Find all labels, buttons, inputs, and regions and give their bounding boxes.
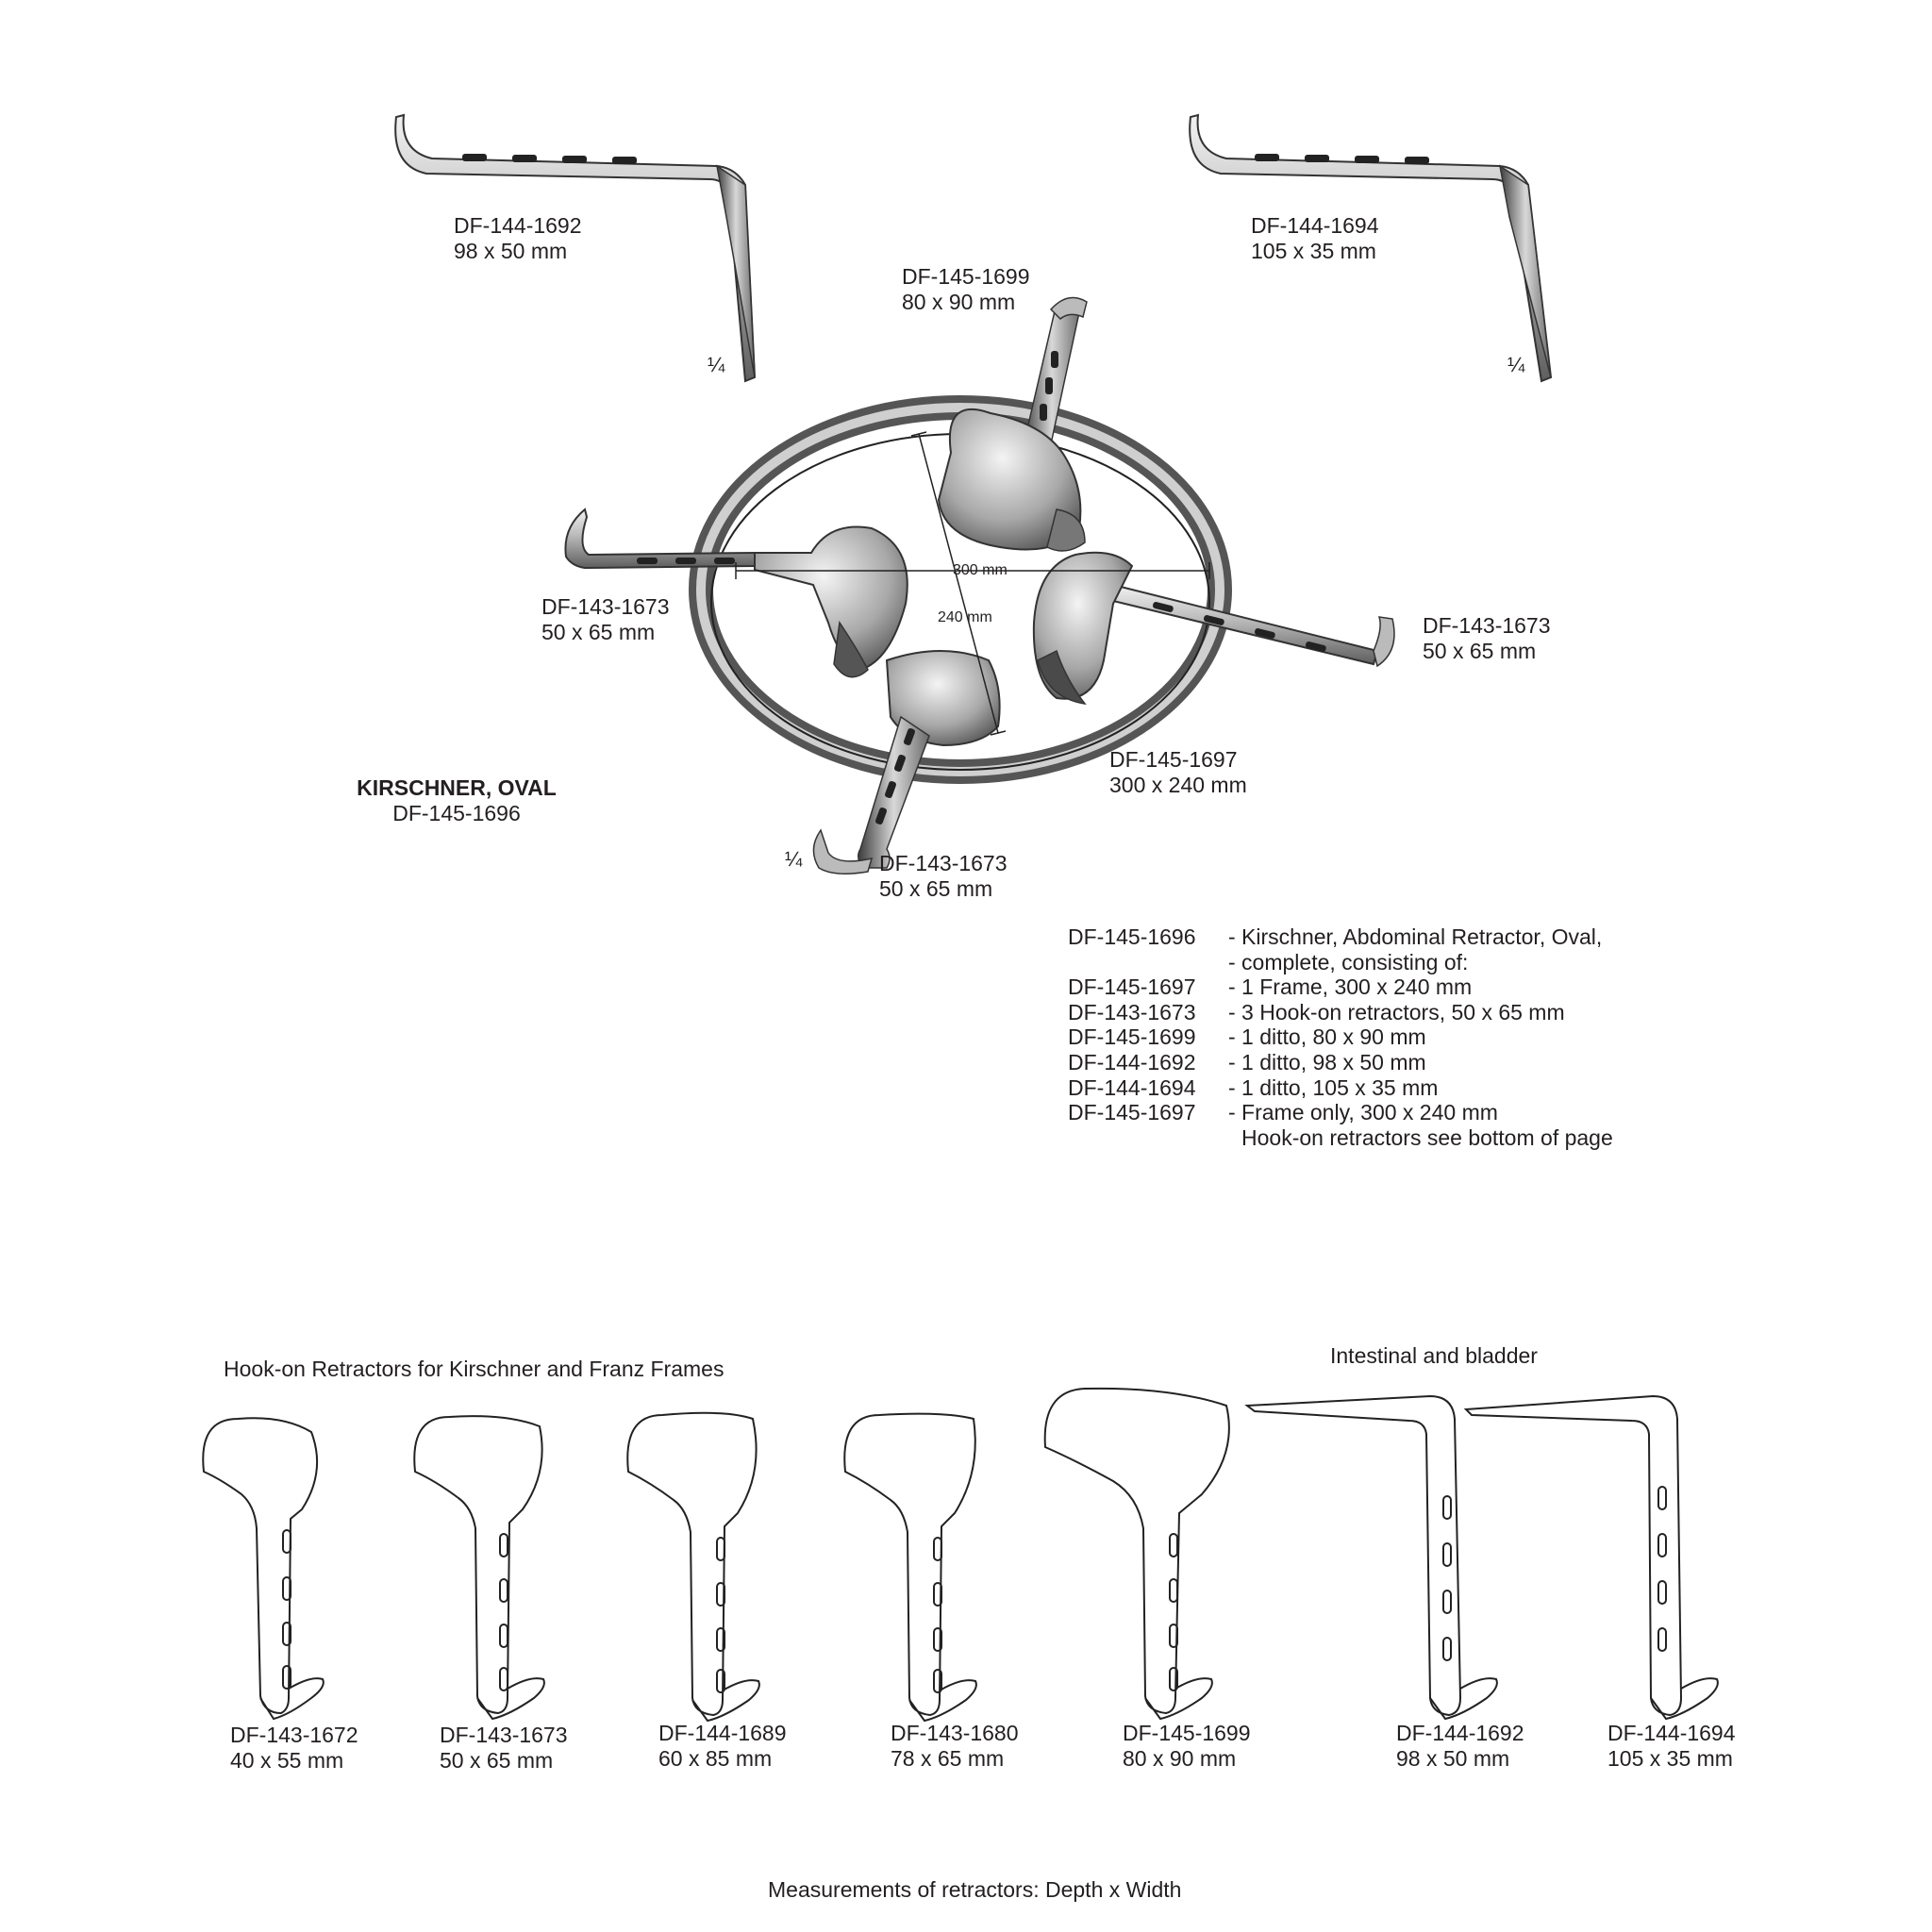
drawing-df-143-1672	[202, 1417, 325, 1721]
drawing-df-143-1680	[843, 1412, 977, 1723]
table-row: DF-145-1699- 1 ditto, 80 x 90 mm	[1068, 1024, 1426, 1050]
table-row: DF-144-1692- 1 ditto, 98 x 50 mm	[1068, 1049, 1426, 1074]
table-row: - complete, consisting of:	[1228, 949, 1469, 974]
label-hook-right: DF-143-1673 50 x 65 mm	[1423, 613, 1551, 664]
label-retractor-left: DF-144-1692 98 x 50 mm	[454, 213, 582, 264]
size: 50 x 65 mm	[879, 876, 993, 901]
code: DF-145-1697	[1109, 747, 1238, 772]
label-hook-left: DF-143-1673 50 x 65 mm	[541, 594, 670, 645]
drawing-df-144-1692	[1244, 1394, 1498, 1721]
footer-note: Measurements of retractors: Depth x Widt…	[768, 1877, 1182, 1902]
size: 50 x 65 mm	[541, 620, 656, 644]
size: 50 x 65 mm	[1423, 639, 1537, 663]
product-heading: KIRSCHNER, OVAL DF-145-1696	[351, 775, 562, 826]
scale-marker: ¼	[785, 847, 803, 871]
retractor-df-144-1694-photo	[1189, 113, 1553, 383]
scale-marker: ¼	[1507, 353, 1525, 376]
hook-left-photo	[564, 508, 908, 678]
dimension-width-label: 300 mm	[953, 562, 1008, 578]
table-row: DF-145-1697- Frame only, 300 x 240 mm	[1068, 1100, 1498, 1125]
bottom-retractor-drawings	[202, 1387, 1719, 1723]
table-row: DF-145-1696- Kirschner, Abdominal Retrac…	[1068, 924, 1603, 949]
label-retractor-center-top: DF-145-1699 80 x 90 mm	[902, 264, 1030, 315]
table-row: DF-144-1694- 1 ditto, 105 x 35 mm	[1068, 1074, 1439, 1100]
description-table: DF-145-1696- Kirschner, Abdominal Retrac…	[1068, 924, 1613, 1150]
size: 80 x 90 mm	[902, 290, 1016, 314]
size: 105 x 35 mm	[1251, 239, 1376, 263]
code: DF-144-1692	[454, 213, 582, 238]
table-row: DF-143-1673- 3 Hook-on retractors, 50 x …	[1068, 999, 1565, 1024]
product-code: DF-145-1696	[392, 801, 521, 825]
table-row: DF-145-1697- 1 Frame, 300 x 240 mm	[1068, 974, 1473, 1000]
size: 300 x 240 mm	[1109, 773, 1247, 797]
code: DF-145-1699	[902, 264, 1030, 289]
product-title: KIRSCHNER, OVAL	[357, 775, 557, 800]
code: DF-144-1694	[1251, 213, 1379, 238]
code: DF-143-1673	[1423, 613, 1551, 638]
label-hook-bottom: DF-143-1673 50 x 65 mm	[879, 851, 1008, 902]
code: DF-143-1673	[879, 851, 1008, 875]
retractor-df-145-1699-photo	[937, 296, 1088, 552]
dimension-height-label: 240 mm	[938, 609, 992, 625]
label-frame: DF-145-1697 300 x 240 mm	[1109, 747, 1247, 798]
hook-right-photo	[1032, 551, 1395, 706]
drawing-df-144-1694	[1463, 1394, 1719, 1721]
code: DF-143-1673	[541, 594, 670, 619]
drawing-df-143-1673	[413, 1415, 545, 1721]
label-retractor-right: DF-144-1694 105 x 35 mm	[1251, 213, 1379, 264]
bottom-heading-left: Hook-on Retractors for Kirschner and Fra…	[224, 1357, 724, 1381]
scale-marker: ¼	[708, 353, 725, 376]
dimension-lines	[735, 431, 1210, 736]
drawing-df-145-1699	[1043, 1387, 1230, 1721]
bottom-heading-right: Intestinal and bladder	[1330, 1343, 1538, 1368]
retractor-df-144-1692-photo	[394, 113, 757, 383]
hook-bottom-photo	[812, 650, 1001, 874]
size: 98 x 50 mm	[454, 239, 568, 263]
table-row: Hook-on retractors see bottom of page	[1241, 1124, 1613, 1150]
drawing-df-144-1689	[626, 1411, 760, 1723]
